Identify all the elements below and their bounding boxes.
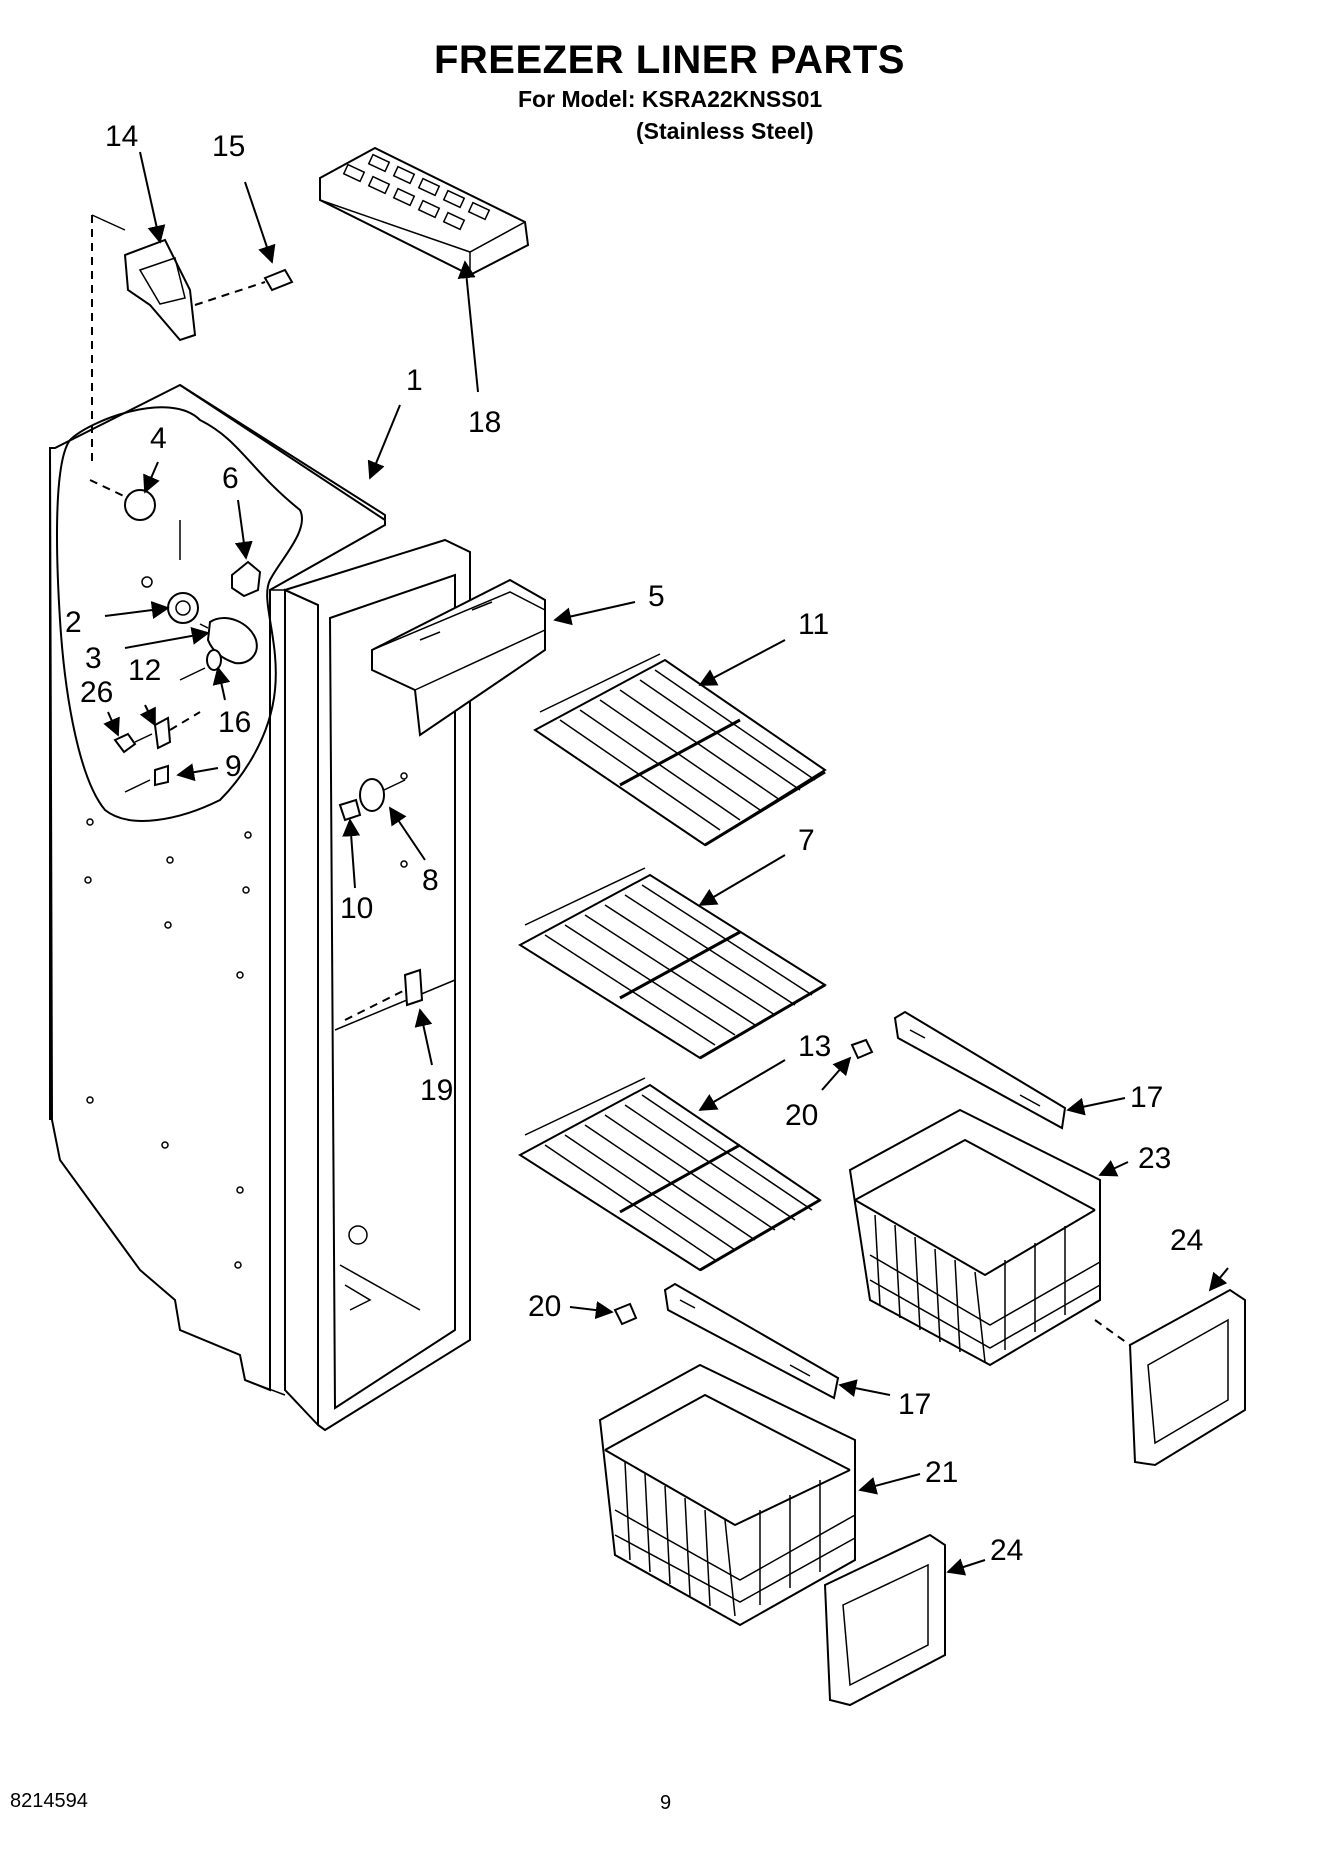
part-11-shelf: [533, 653, 827, 847]
finish-line: (Stainless Steel): [636, 118, 814, 144]
callout-16: 16: [218, 706, 251, 739]
part-24-front-upper: [1094, 1288, 1246, 1467]
callout-17-lower: 17: [898, 1388, 931, 1421]
callout-21: 21: [925, 1456, 958, 1489]
part-26-screw: [113, 732, 153, 754]
part-18-ice-tray: [319, 146, 530, 277]
callout-20-lower: 20: [528, 1290, 561, 1323]
callout-3: 3: [85, 642, 102, 675]
callout-24-upper: 24: [1170, 1224, 1203, 1257]
part-13-shelf: [518, 1077, 822, 1272]
part-24-front-lower: [823, 1533, 946, 1707]
callout-24-lower: 24: [990, 1534, 1023, 1567]
callout-labels: 14 15 18 1 4 6 2 3 12 26 16 9 5 11 7 13 …: [65, 120, 1203, 1567]
part-4-light-cover: [89, 479, 156, 521]
callout-18: 18: [468, 406, 501, 439]
callout-17-upper: 17: [1130, 1081, 1163, 1114]
callout-9: 9: [225, 750, 242, 783]
callout-4: 4: [150, 422, 167, 455]
page-number: 9: [660, 1792, 672, 1814]
part-15-screw: [194, 268, 294, 306]
model-line: For Model: KSRA22KNSS01: [518, 86, 823, 112]
callout-5: 5: [648, 580, 665, 613]
callout-10: 10: [340, 892, 373, 925]
liner-holes: [84, 576, 408, 1269]
part-17-rail-lower: [663, 1282, 840, 1400]
callout-6: 6: [222, 462, 239, 495]
callout-11: 11: [798, 608, 829, 641]
part-19-clip: [344, 968, 424, 1021]
part-2-socket: [167, 592, 199, 624]
freezer-liner: [48, 214, 471, 1432]
callout-14: 14: [105, 120, 138, 153]
leader-lines: [103, 151, 1229, 1576]
part-10-screw: [338, 798, 362, 822]
part-12-bracket: [153, 711, 201, 750]
part-23-basket: [848, 1108, 1101, 1367]
page-title: FREEZER LINER PARTS: [433, 38, 905, 82]
part-20-screw-lower: [613, 1302, 638, 1326]
callout-15: 15: [212, 130, 245, 163]
doc-number: 8214594: [10, 1790, 88, 1812]
callout-8: 8: [422, 864, 439, 897]
part-20-screw-upper: [850, 1038, 874, 1060]
callout-26: 26: [80, 676, 113, 709]
callout-7: 7: [798, 824, 815, 857]
part-9-fastener: [124, 764, 169, 793]
part-14-bracket: [123, 238, 197, 342]
part-6-clip: [231, 560, 262, 598]
callout-2: 2: [65, 606, 82, 639]
callout-20-upper: 20: [785, 1099, 818, 1132]
callout-23: 23: [1138, 1142, 1171, 1175]
part-21-basket: [598, 1363, 856, 1627]
callout-19: 19: [420, 1074, 453, 1107]
part-17-rail-upper: [893, 1010, 1067, 1130]
part-8-grommet: [359, 778, 406, 812]
callout-12: 12: [128, 654, 161, 687]
callout-1: 1: [406, 364, 423, 397]
part-5-cover: [371, 578, 546, 737]
callout-13: 13: [798, 1030, 831, 1063]
part-7-shelf: [518, 867, 827, 1060]
